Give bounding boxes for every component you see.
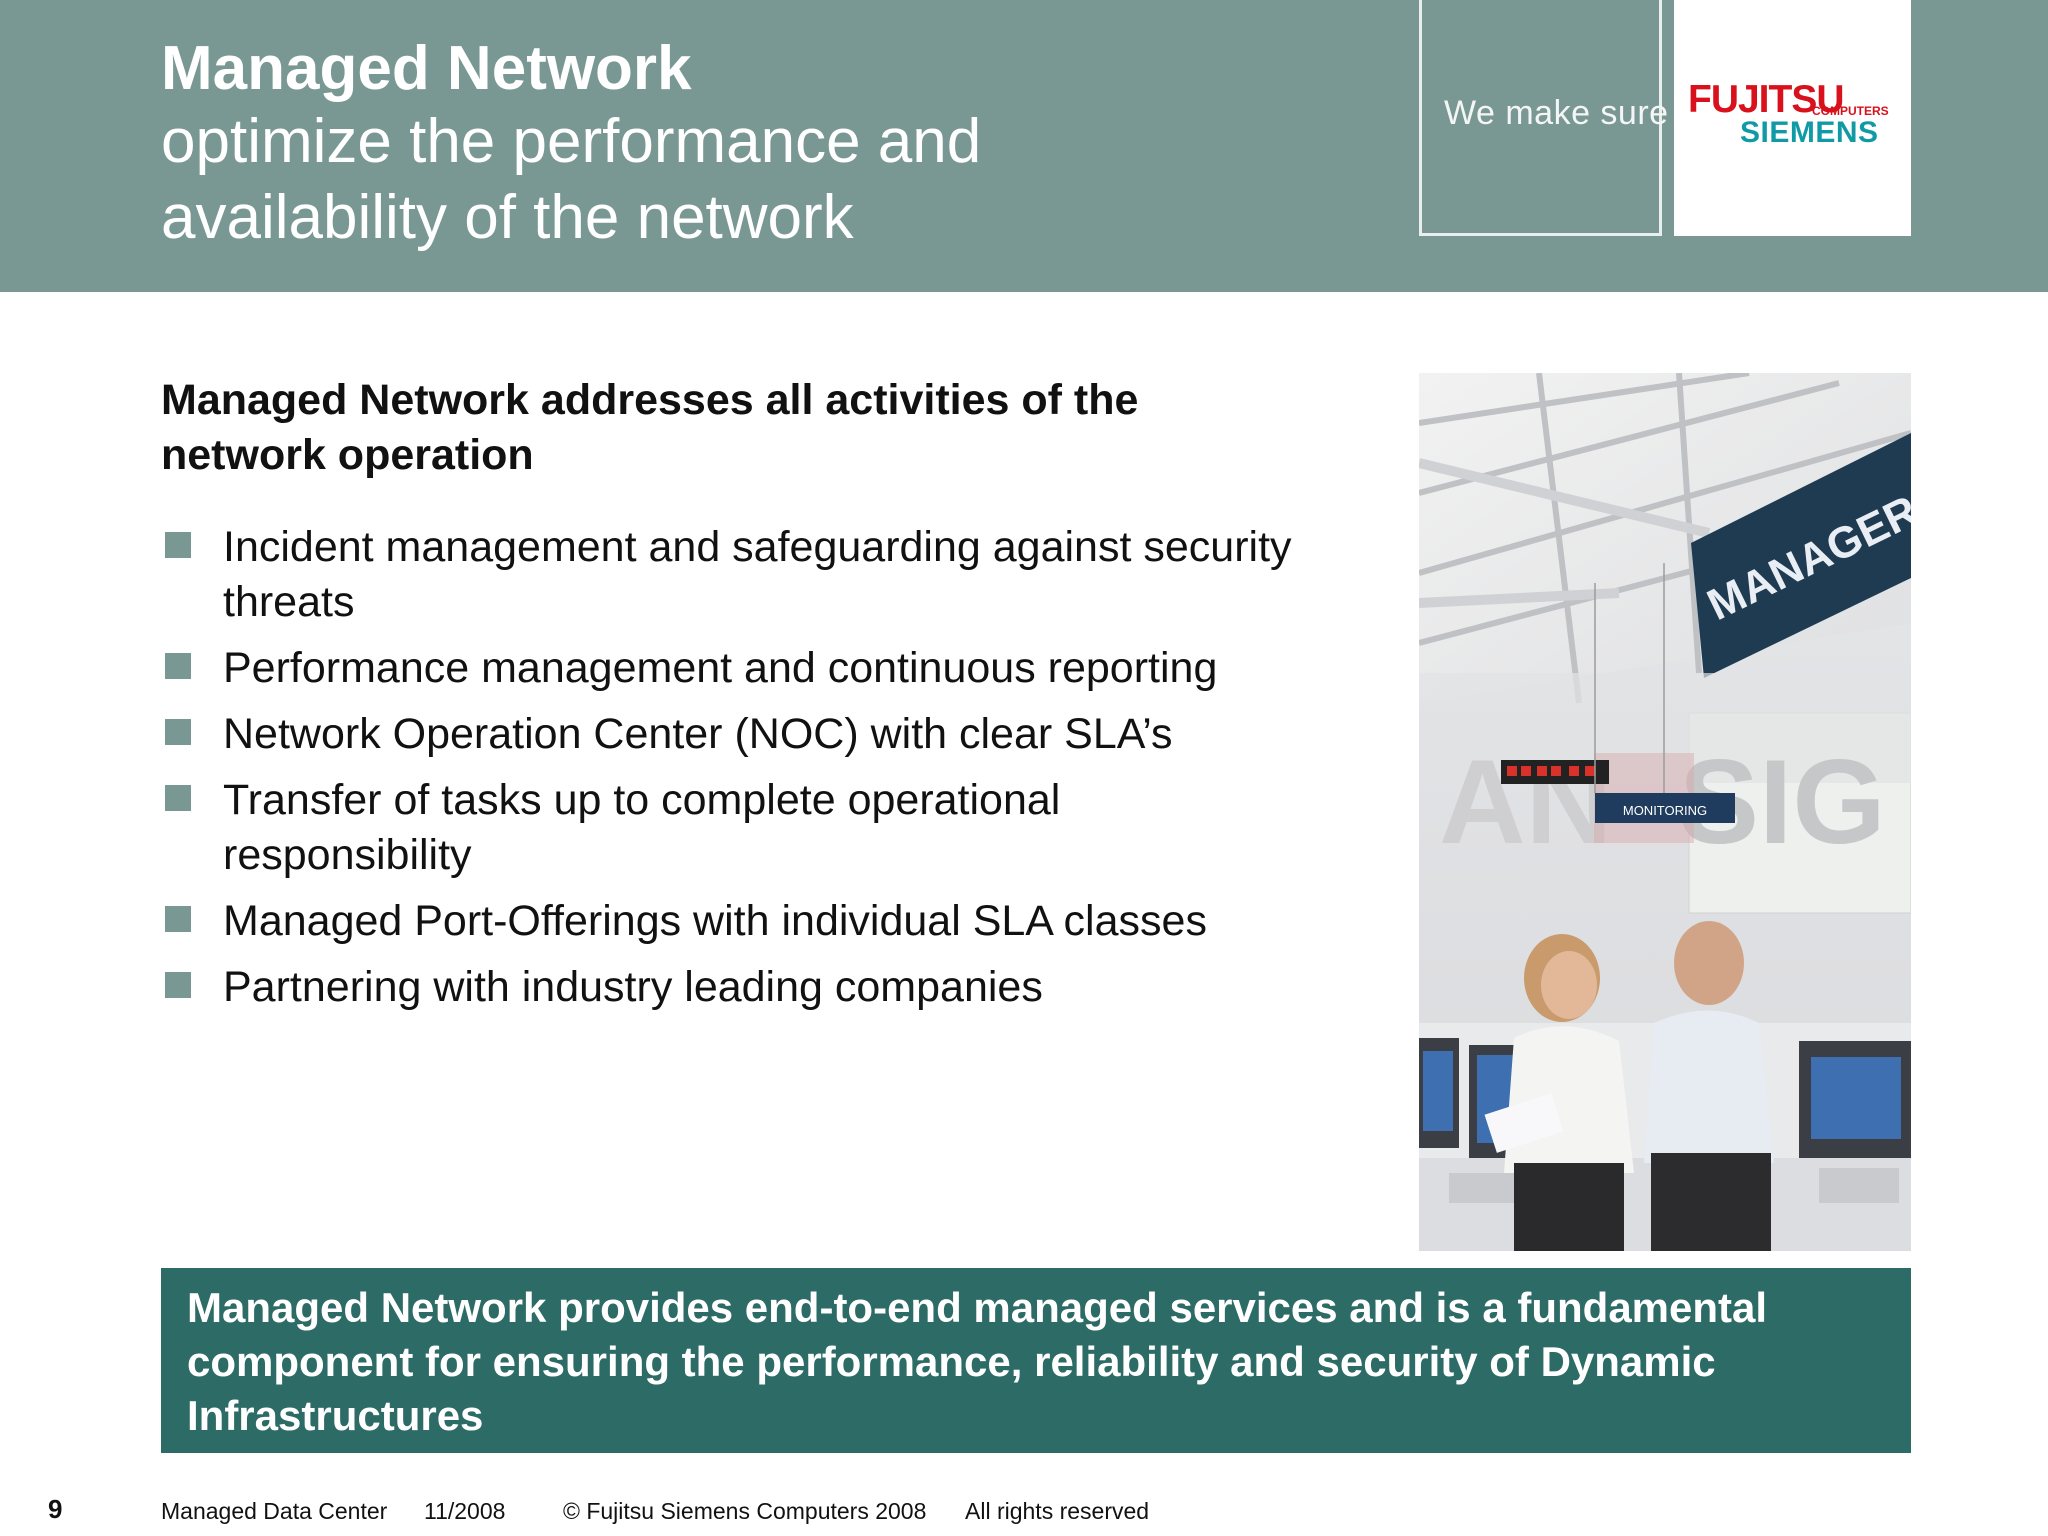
square-bullet-icon (165, 719, 191, 745)
list-item: Partnering with industry leading compani… (161, 960, 1381, 1015)
slide-subtitle-line-1: optimize the performance and (161, 107, 982, 176)
operations-center-photo: MANAGER ON AN SIG MONITORING (1419, 373, 1911, 1251)
callout-line-3: Infrastructures (187, 1392, 484, 1439)
list-item: Incident management and safeguarding aga… (161, 520, 1381, 630)
bullet-text-line-1: Network Operation Center (NOC) with clea… (223, 710, 1173, 758)
callout-line-1: Managed Network provides end-to-end mana… (187, 1284, 1768, 1331)
slide-subtitle-line-2: availability of the network (161, 183, 854, 252)
footer-doc-title: Managed Data Center (161, 1498, 388, 1524)
company-logo: FUJITSU COMPUTERS SIEMENS (1674, 0, 1911, 236)
footer-date: 11/2008 (424, 1498, 506, 1524)
list-item: Managed Port-Offerings with individual S… (161, 894, 1381, 949)
logo-siemens-text: SIEMENS (1740, 116, 1879, 149)
slide-header: Managed Network optimize the performance… (0, 0, 2048, 292)
slide-title: Managed Network (161, 34, 692, 103)
square-bullet-icon (165, 906, 191, 932)
callout-line-2: component for ensuring the performance, … (187, 1338, 1716, 1385)
bullet-text-line-1: Transfer of tasks up to complete operati… (223, 776, 1061, 824)
list-item: Network Operation Center (NOC) with clea… (161, 707, 1381, 762)
logo-fujitsu-text: FUJITSU (1688, 78, 1845, 121)
footer-rights: All rights reserved (965, 1498, 1150, 1524)
monitoring-sign-text: MONITORING (1623, 803, 1707, 818)
lead-statement: Managed Network addresses all activities… (161, 373, 1381, 483)
bullet-text-line-2: responsibility (223, 831, 472, 879)
bullet-text-line-2: threats (223, 578, 355, 626)
photo-illustration: MANAGER ON AN SIG MONITORING (1419, 373, 1911, 1251)
logo-computers-text: COMPUTERS (1812, 104, 1889, 118)
square-bullet-icon (165, 785, 191, 811)
lead-line-1: Managed Network addresses all activities… (161, 376, 1139, 424)
svg-text:AN: AN (1439, 735, 1612, 869)
lead-line-2: network operation (161, 431, 534, 479)
footer-copyright: © Fujitsu Siemens Computers 2008 (563, 1498, 927, 1524)
bullet-list: Incident management and safeguarding aga… (161, 520, 1381, 1026)
page-number: 9 (48, 1494, 63, 1524)
tagline: We make sure (1444, 94, 1669, 132)
bullet-text-line-1: Managed Port-Offerings with individual S… (223, 897, 1207, 945)
list-item: Performance management and continuous re… (161, 641, 1381, 696)
square-bullet-icon (165, 532, 191, 558)
square-bullet-icon (165, 972, 191, 998)
tagline-box: We make sure (1419, 0, 1668, 236)
title-block: Managed Network optimize the performance… (161, 34, 981, 256)
bullet-text-line-1: Incident management and safeguarding aga… (223, 523, 1292, 571)
bullet-text-line-1: Partnering with industry leading compani… (223, 963, 1043, 1011)
list-item: Transfer of tasks up to complete operati… (161, 773, 1381, 883)
square-bullet-icon (165, 653, 191, 679)
bullet-text-line-1: Performance management and continuous re… (223, 644, 1218, 692)
callout-box: Managed Network provides end-to-end mana… (161, 1268, 1911, 1453)
